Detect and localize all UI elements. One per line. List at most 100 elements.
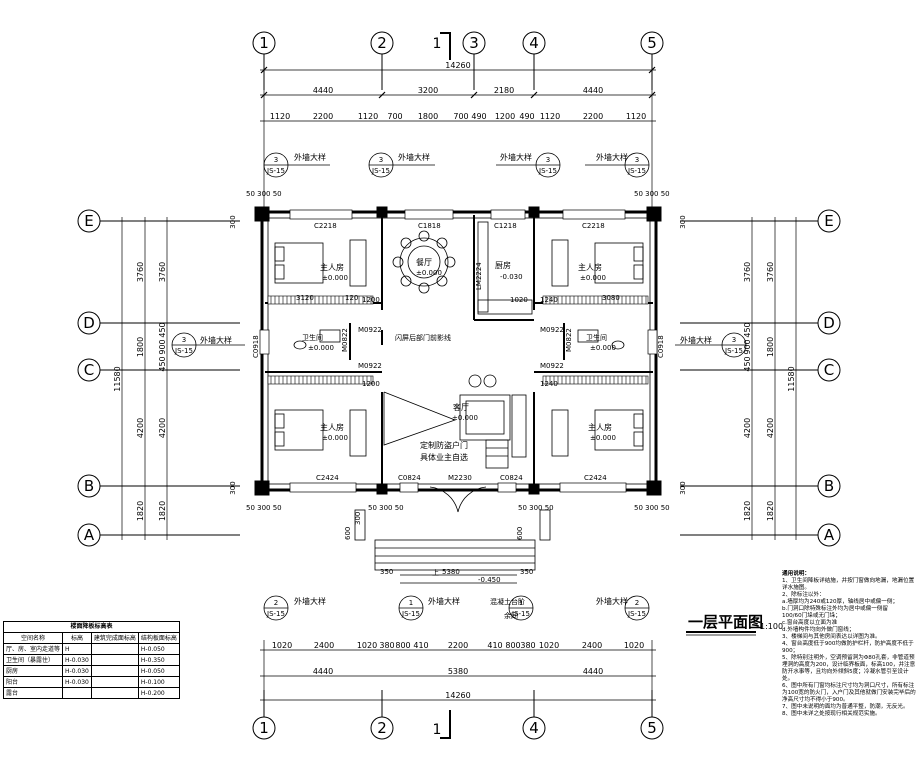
axis-label-D: D (83, 314, 95, 332)
dim-bottom1-5: 800 (395, 641, 410, 650)
window-tag-c2424-e: C2424 (584, 474, 607, 482)
closet-hatching (267, 295, 649, 385)
detail-num-tl: 3 (274, 156, 278, 164)
detail-sheet-tl: JS-15 (266, 167, 285, 175)
axis-label-4: 4 (529, 34, 539, 52)
legend-cell: H-0.030 (62, 676, 92, 688)
dim-left-inner-2: 450 (158, 322, 167, 337)
dim-total-top: 14260 (445, 61, 470, 70)
note-item: d.外墙构件均向外做门窗线； (782, 627, 855, 633)
dim-bottom1-9: 800 (505, 641, 520, 650)
door-tag-m0922-ne: M0922 (540, 326, 564, 334)
dim-top3-6: 700 (453, 112, 468, 121)
note-item: b.门洞口除特殊标注外均为居中或偏一侧留 (782, 606, 889, 612)
int-dim-7: 1200 (362, 380, 380, 388)
window-tag-c2424-w: C2424 (316, 474, 339, 482)
dim-bottom1-6: 410 (413, 641, 428, 650)
room-name-bath-e: 卫生间 (586, 333, 607, 342)
porch-dim-600-w: 600 (344, 527, 352, 540)
dim-top2-2: 3200 (418, 86, 438, 95)
outer-wall-label-b4: 外墙大样 (596, 596, 628, 606)
dim-right-total: 11580 (787, 366, 796, 391)
legend-cell: H-0.100 (137, 676, 180, 688)
legend-cell: 卫生间（暴露住） (2, 654, 64, 666)
section-mark-top (440, 32, 451, 60)
door-tag-m0922-se: M0922 (540, 362, 564, 370)
dim-bottom1-13: 1020 (624, 641, 644, 650)
window-tag-c2218-w: C2218 (314, 222, 337, 230)
note-item: 1、卫生间降板详结施，并按门窗做向地漏，地漏位置详水施图。 (782, 578, 915, 591)
legend-header: 空间名称 (2, 632, 64, 644)
drawing-scale: 1:100 (760, 622, 783, 631)
room-name-kitchen: 厨房 (495, 260, 511, 270)
note-item: 6、图中所有门窗均标注尺寸均为洞口尺寸，所有标注为100宽的防火门，入户门及其他… (782, 683, 916, 703)
porch-dim-300-w: 300 (354, 512, 362, 525)
legend-cell (62, 687, 92, 699)
room-name-bedroom-ne: 主人房 (578, 262, 602, 272)
detail-sheet-t4: JS-15 (538, 167, 557, 175)
axis-label-2-bottom: 2 (377, 719, 387, 737)
note-item: 5、除特别注明外，空调预留洞为Φ80孔套，非管道预埋洞的高度为200，设计临界板… (782, 655, 916, 682)
note-item: 100/60门垛或无门垛； (782, 613, 841, 619)
dim-bottom1-1: 1020 (272, 641, 292, 650)
detail-num-t4: 3 (546, 156, 550, 164)
kitchen-counter (477, 221, 533, 315)
note-item: 2、除标注以外： (782, 592, 825, 598)
side300-bl: 300 (229, 481, 237, 494)
dim-bottom1-7: 2200 (448, 641, 468, 650)
side300-br: 300 (679, 481, 687, 494)
dim-top3-2: 2200 (313, 112, 333, 121)
axis-label-E-right: E (824, 212, 833, 230)
detail-sheet-right: JS-15 (724, 347, 743, 355)
room-elev-kitchen: -0.030 (500, 273, 523, 281)
legend-cell (90, 654, 139, 666)
dimension-lines-sides (121, 217, 797, 540)
dim-bottom2-1: 4440 (313, 667, 333, 676)
legend-cell: H (62, 643, 92, 655)
dim-left-outer-2: 1800 (136, 337, 145, 357)
room-elev-bedroom-se: ±0.000 (590, 434, 616, 442)
door-tag-lm2224: LM2224 (475, 262, 483, 290)
legend-cell (90, 687, 139, 699)
detail-num-tr: 3 (635, 156, 639, 164)
dim-left-inner-5: 4200 (158, 418, 167, 438)
room-elev-dining: ±0.000 (416, 269, 442, 277)
legend-cell: H-0.050 (137, 665, 180, 677)
int-dim-5: 1240 (540, 296, 558, 304)
floor-elevation-table: 楼面降板标高表 空间名称 标高 建筑完成面标高 结构板面标高 厅、房、室内走道等… (2, 621, 180, 699)
axis-label-B: B (84, 477, 94, 495)
legend-header-row: 空间名称 标高 建筑完成面标高 结构板面标高 (2, 632, 180, 644)
detail-num-bl: 2 (274, 599, 278, 607)
room-elev-bath-w: ±0.000 (308, 344, 334, 352)
dim-bottom1-12: 2400 (582, 641, 602, 650)
axis-label-B-right: B (824, 477, 834, 495)
axis-label-2: 2 (377, 34, 387, 52)
note-item: 8、图中未详之处按现行相关规范实施。 (782, 711, 881, 717)
legend-cell: H-0.200 (137, 687, 180, 699)
dim-bottom1-8: 410 (487, 641, 502, 650)
corner-dim-b2: 50 300 50 (368, 504, 404, 512)
detail-num-right: 3 (732, 336, 736, 344)
detail-sheet-bl: JS-15 (266, 610, 285, 618)
axis-label-C-right: C (824, 361, 834, 379)
dim-left-inner-6: 1820 (158, 501, 167, 521)
dim-top3-11: 2200 (583, 112, 603, 121)
dim-bottom1-10: 380 (520, 641, 535, 650)
dim-right-outer-1: 3760 (766, 262, 775, 282)
dim-right-inner-3: 900 (743, 339, 752, 354)
door-tag-m0822-w: M0822 (341, 328, 349, 352)
detail-sheet-tr: JS-15 (627, 167, 646, 175)
dim-left-total: 11580 (113, 366, 122, 391)
legend-header: 结构板面标高 (137, 632, 180, 644)
legend-cell: 露台 (2, 687, 64, 699)
table-row: 阳台 H-0.030 H-0.100 (2, 676, 180, 688)
door-tag-m0922-nw: M0922 (358, 326, 382, 334)
side300-tl: 300 (229, 215, 237, 228)
closet-hatch-lines (270, 296, 647, 384)
axis-label-5-bottom: 5 (647, 719, 657, 737)
bathroom-fixtures (293, 329, 625, 350)
dim-right-outer-3: 4200 (766, 418, 775, 438)
axis-label-E: E (84, 212, 93, 230)
section-mark-label-top: 1 (433, 36, 442, 52)
section-mark-bottom (440, 710, 451, 739)
